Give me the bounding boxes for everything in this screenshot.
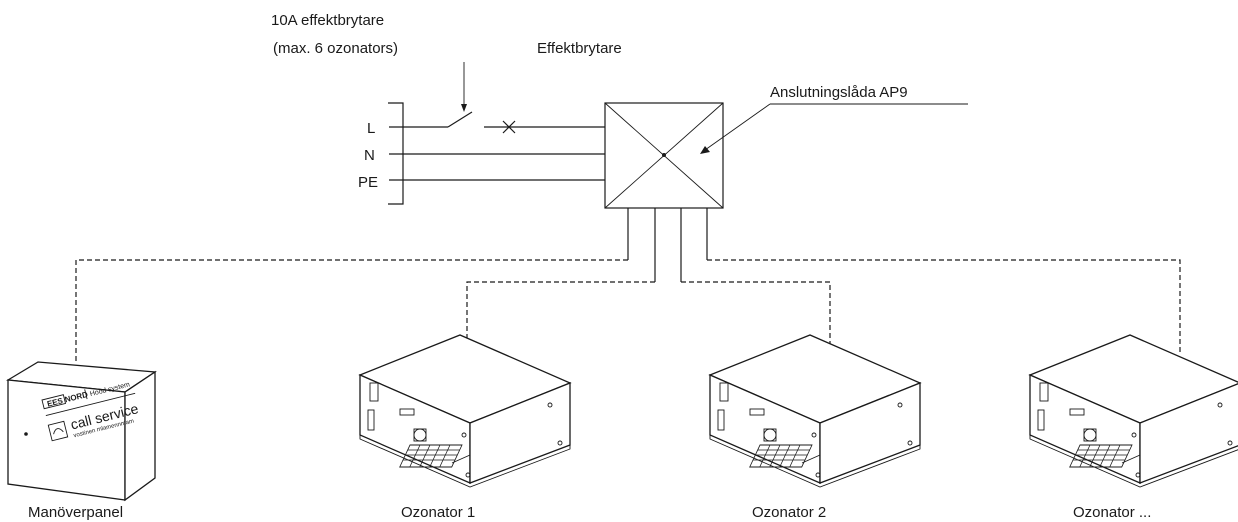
ozonator-1-label: Ozonator 1 — [401, 504, 475, 521]
ozonator-2-label: Ozonator 2 — [752, 504, 826, 521]
cable-ozn-dashed — [707, 259, 1181, 352]
phase-L-label: L — [367, 120, 375, 137]
phase-N-label: N — [364, 147, 375, 164]
junction-leader-arrow — [700, 146, 710, 154]
junction-box-label: Anslutningslåda AP9 — [770, 84, 908, 101]
cable-oz1-dashed — [466, 281, 655, 352]
ozonator-n-label: Ozonator ... — [1073, 504, 1151, 521]
cable-oz2-dashed — [681, 281, 831, 350]
breaker-x-2 — [502, 120, 516, 134]
breaker-leader-arrow — [461, 104, 467, 112]
junction-box-center — [662, 153, 666, 157]
switch-blade — [447, 111, 473, 128]
phase-PE-label: PE — [358, 174, 378, 191]
ozonator-2-device — [709, 334, 921, 488]
cable-panel-dashed — [75, 259, 628, 362]
effektbrytare-label: Effektbrytare — [537, 40, 622, 57]
control-panel-label: Manöverpanel — [28, 504, 123, 521]
ozonator-1-device — [359, 334, 571, 488]
breaker-label-line1: 10A effektbrytare — [271, 12, 384, 29]
breaker-label-line2: (max. 6 ozonators) — [273, 40, 398, 57]
control-panel-device: EES NORD Hood system call service vostin… — [5, 361, 157, 502]
junction-box — [604, 102, 724, 209]
ozonator-n-device — [1029, 334, 1238, 488]
junction-leader — [704, 103, 771, 151]
